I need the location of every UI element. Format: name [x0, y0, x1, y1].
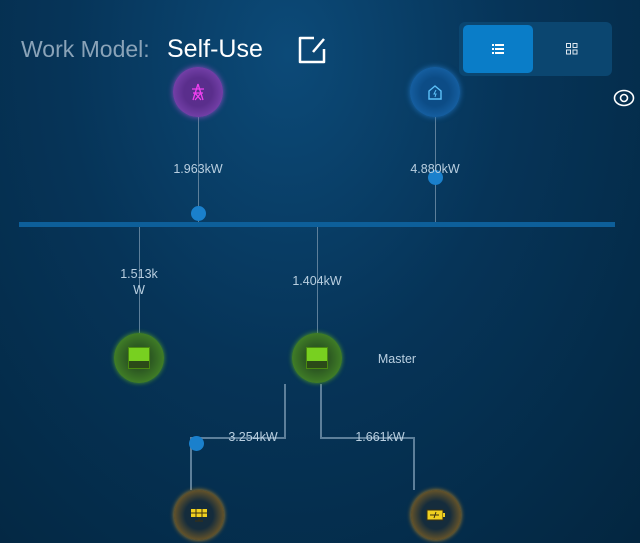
list-view-button[interactable]	[463, 25, 533, 73]
list-icon	[492, 44, 504, 54]
eye-icon[interactable]	[613, 89, 635, 107]
inverter-2-node[interactable]	[292, 333, 342, 383]
battery-power-label: 1.661kW	[355, 430, 405, 444]
grid-view-button[interactable]	[537, 25, 607, 73]
grid-power-label: 1.963kW	[173, 162, 223, 176]
load-flow-dot	[428, 170, 443, 185]
inverter2-line	[317, 227, 318, 334]
battery-icon	[426, 509, 445, 521]
pv-line-c	[190, 437, 192, 490]
work-model-label: Work Model:	[21, 36, 150, 62]
inverter1-power-label: 1.513k W	[120, 267, 158, 297]
view-toggle	[459, 22, 612, 76]
grid-icon	[566, 43, 578, 55]
power-bus	[19, 222, 615, 227]
solar-panel-icon	[191, 509, 207, 522]
pv-line-a	[284, 384, 286, 439]
power-tower-icon	[192, 83, 204, 101]
pv-flow-dot	[189, 436, 204, 451]
battery-line-a	[320, 384, 322, 439]
work-model-value: Self-Use	[167, 35, 263, 63]
pv-power-label: 3.254kW	[228, 430, 278, 444]
master-label: Master	[377, 352, 417, 366]
inverter-1-node[interactable]	[114, 333, 164, 383]
grid-flow-dot	[191, 206, 206, 221]
grid-line	[198, 117, 199, 223]
grid-node[interactable]	[173, 67, 223, 117]
inverter-icon	[128, 347, 150, 369]
pv-node[interactable]	[174, 490, 224, 540]
load-node[interactable]	[410, 67, 460, 117]
battery-node[interactable]	[411, 490, 461, 540]
pv-line-b	[190, 437, 286, 439]
load-power-label: 4.880kW	[410, 162, 460, 176]
battery-line-c	[413, 437, 415, 490]
inverter1-line	[139, 227, 140, 334]
home-icon	[428, 85, 442, 100]
edit-icon[interactable]	[296, 35, 328, 65]
inverter-icon	[306, 347, 328, 369]
battery-line-b	[320, 437, 415, 439]
inverter2-power-label: 1.404kW	[292, 274, 342, 288]
